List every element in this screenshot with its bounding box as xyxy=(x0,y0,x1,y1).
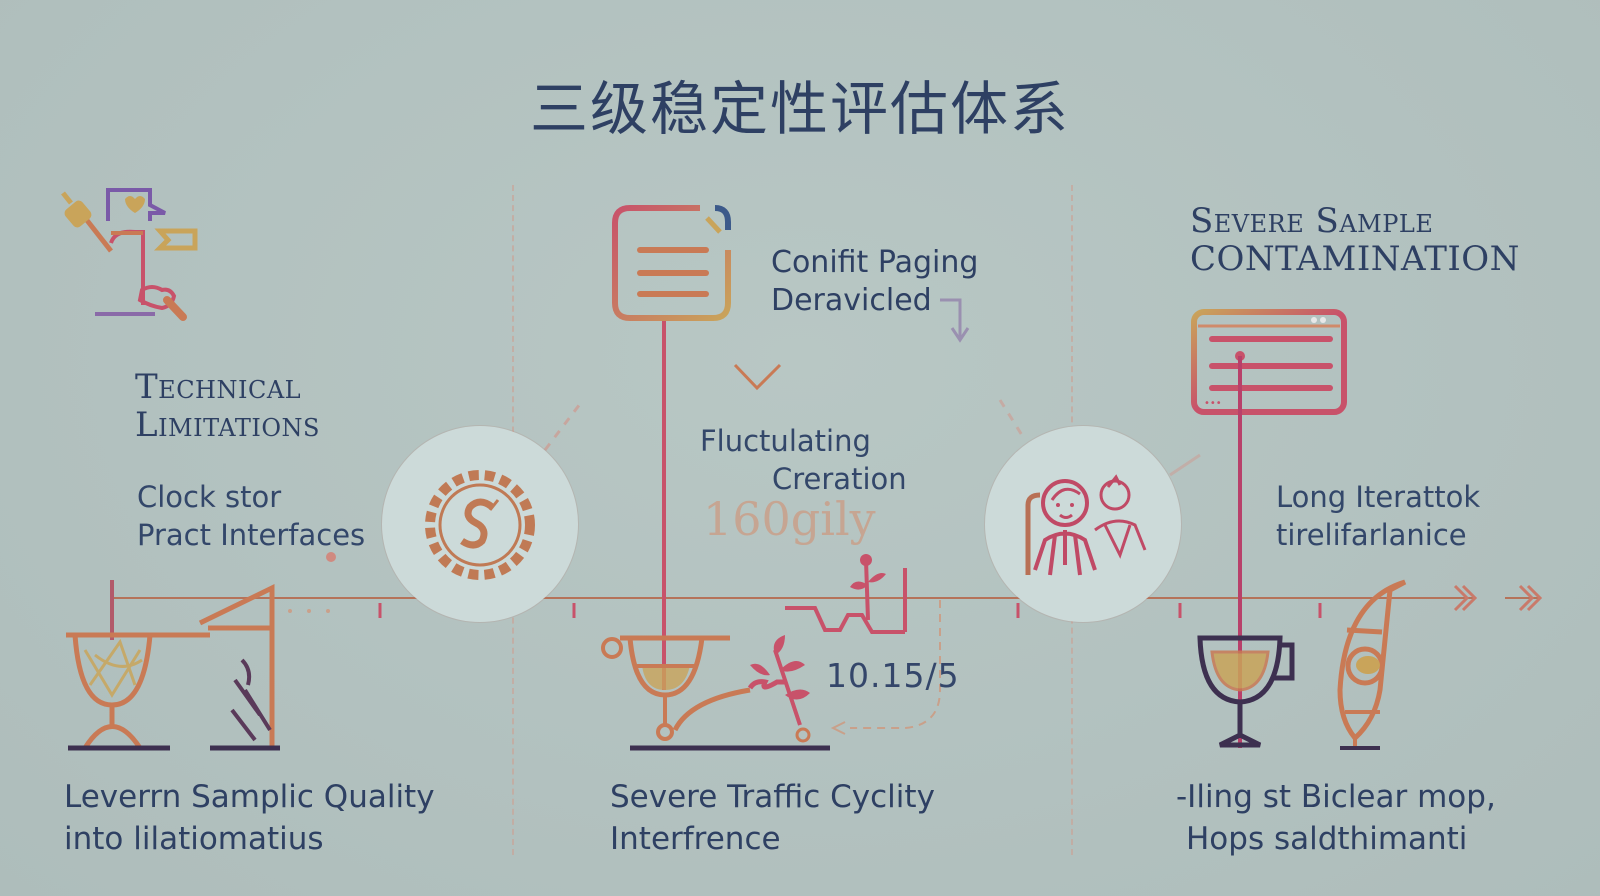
heading-line: Technical xyxy=(135,367,302,407)
lectern-icon xyxy=(198,584,280,751)
subtext-line: Creration xyxy=(772,462,907,496)
people-circle xyxy=(985,426,1181,622)
column-3-bottom-text: -Iling st Biclear mop, Hops saldthimanti xyxy=(1176,776,1496,860)
leaf-pod-icon xyxy=(1337,579,1407,750)
bottom-text-line: Interfrence xyxy=(610,821,781,857)
subtext-line: Clock stor xyxy=(137,480,282,514)
signpost-tools-icon xyxy=(61,188,198,625)
column-1-subtext: Clock stor Pract Interfaces xyxy=(137,478,365,554)
subtext-line: Fluctulating xyxy=(700,424,871,458)
heading-line: Deravicled xyxy=(771,283,932,318)
signal-chart-icon xyxy=(785,554,941,735)
column-3-bottom-icons xyxy=(1197,579,1407,750)
heading-line: Severe Sample xyxy=(1190,201,1434,241)
subtext-line: tirelifarlanice xyxy=(1276,518,1467,552)
column-2-bottom-icons xyxy=(601,554,941,751)
cup-icon xyxy=(601,635,830,751)
coin-dollar-icon xyxy=(425,470,535,580)
column-1-bottom-icons xyxy=(66,580,280,751)
column-2-subtext: Fluctulating Creration xyxy=(700,422,907,498)
column-1-heading: Technical Limitations xyxy=(135,368,320,444)
heading-line: CONTAMINATION xyxy=(1190,239,1520,279)
bottom-text-line: -Iling st Biclear mop, xyxy=(1176,779,1496,815)
svg-text:•••: ••• xyxy=(1204,398,1222,409)
subtext-line: Pract Interfaces xyxy=(137,518,366,552)
bottom-text-line: Leverrn Samplic Quality xyxy=(64,779,435,815)
document-icon xyxy=(612,205,731,690)
arrow-icons xyxy=(733,298,970,391)
bottom-text-line: into lilatiomatius xyxy=(64,821,324,857)
column-1-bottom-text: Leverrn Samplic Quality into lilatiomati… xyxy=(64,776,435,860)
column-2-bottom-text: Severe Traffic Cyclity Interfrence xyxy=(610,776,935,860)
faded-label: 160gily xyxy=(703,492,876,546)
metric-value: 10.15/5 xyxy=(826,656,960,695)
sprout-icon xyxy=(672,635,811,743)
column-3-subtext: Long Iterattok tirelifarlanice xyxy=(1276,478,1480,554)
bottom-text-line: Hops saldthimanti xyxy=(1186,821,1468,857)
heading-line: Limitations xyxy=(135,405,320,445)
globe-cup-icon xyxy=(66,580,210,751)
wine-cup-icon xyxy=(1197,635,1295,748)
browser-window-icon: ••• xyxy=(1191,309,1347,748)
heading-line: Conifit Paging xyxy=(771,245,979,280)
bottom-text-line: Severe Traffic Cyclity xyxy=(610,779,935,815)
people-icon xyxy=(1025,474,1147,576)
column-3-heading: Severe Sample CONTAMINATION xyxy=(1190,202,1520,278)
page-title: 三级稳定性评估体系 xyxy=(529,75,1070,143)
column-2-heading: Conifit Paging Deravicled xyxy=(771,244,978,320)
subtext-line: Long Iterattok xyxy=(1276,480,1481,514)
